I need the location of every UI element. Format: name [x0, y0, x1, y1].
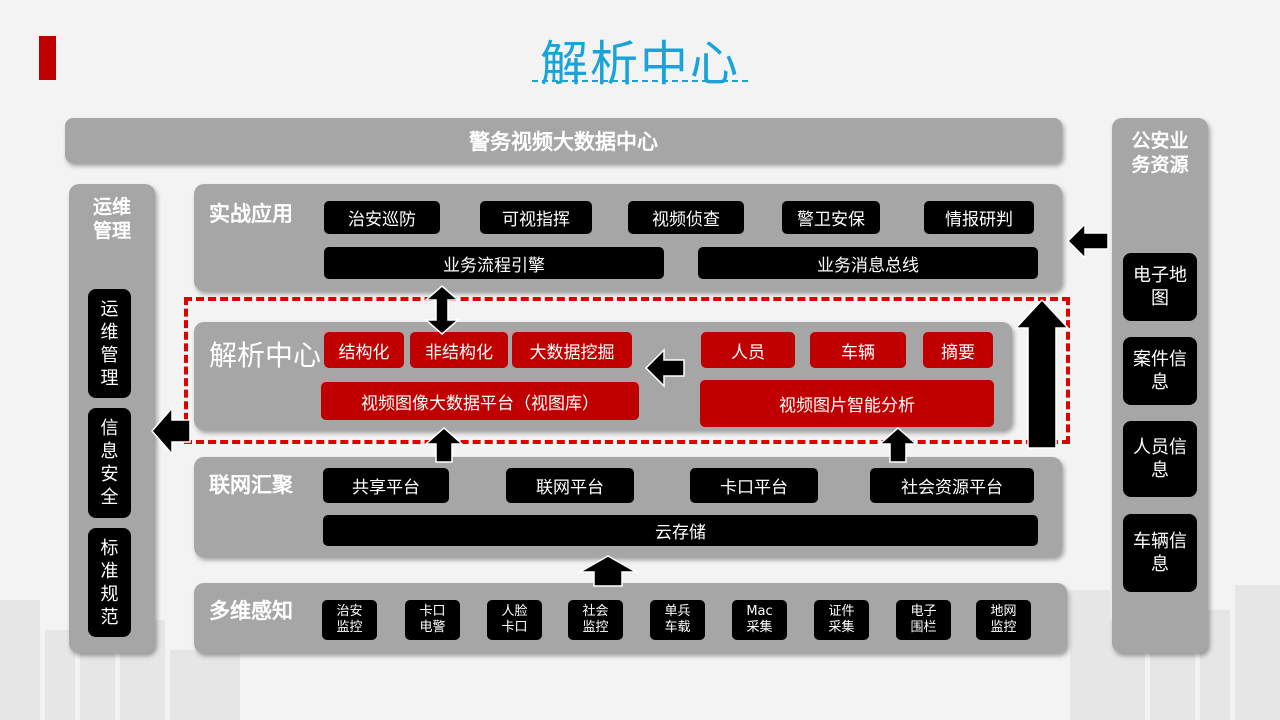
sensor-face-checkpoint: 人脸卡口 — [487, 600, 542, 640]
app-video-investigation: 视频侦查 — [628, 201, 744, 234]
left-item-ops: 运维管理 — [88, 289, 131, 398]
arrow-up-from-sensing-icon — [577, 555, 639, 587]
arrow-double-vertical-icon — [424, 285, 460, 335]
sensor-public-monitoring: 治安监控 — [322, 600, 377, 640]
layer-combat-apps: 实战应用 治安巡防 可视指挥 视频侦查 警卫安保 情报研判 业务流程引擎 业务消… — [194, 184, 1062, 291]
right-panel-title: 公安业务资源 — [1131, 130, 1189, 176]
analysis-highlight-box — [184, 297, 1070, 444]
analysis-summary: 摘要 — [923, 332, 993, 368]
page-title: 解析中心 — [539, 36, 740, 92]
analysis-big-data-mining: 大数据挖掘 — [512, 332, 632, 368]
left-panel: 运维管理 运维管理 信息安全 标准规范 — [69, 184, 155, 653]
top-banner: 警务视频大数据中心 — [65, 118, 1062, 163]
app-public-patrol: 治安巡防 — [324, 201, 440, 234]
left-panel-title: 运维管理 — [92, 196, 131, 242]
layer-aggregation-label: 联网汇聚 — [209, 473, 293, 497]
arrow-left-to-ops-icon — [151, 405, 191, 457]
sensor-id-collection: 证件采集 — [814, 600, 869, 640]
analysis-image-platform: 视频图像大数据平台（视图库） — [321, 382, 639, 420]
analysis-smart-video: 视频图片智能分析 — [700, 380, 994, 427]
layer-combat-apps-label: 实战应用 — [209, 202, 293, 226]
right-item-person: 人员信息 — [1123, 421, 1197, 497]
app-security-guard: 警卫安保 — [782, 201, 880, 234]
agg-checkpoint-platform: 卡口平台 — [690, 468, 818, 503]
sensor-individual-vehicle: 单兵车载 — [650, 600, 705, 640]
arrow-up-left-icon — [424, 426, 464, 463]
layer-analysis: 解析中心 结构化 非结构化 大数据挖掘 视频图像大数据平台（视图库） 人员 车辆… — [194, 322, 1012, 430]
analysis-person: 人员 — [701, 332, 795, 368]
sensor-electronic-fence: 电子围栏 — [896, 600, 951, 640]
sensor-ground-network: 地网监控 — [976, 600, 1031, 640]
right-panel: 公安业务资源 电子地图 案件信息 人员信息 车辆信息 — [1112, 118, 1208, 653]
layer-analysis-label: 解析中心 — [209, 339, 322, 372]
right-item-case: 案件信息 — [1123, 337, 1197, 405]
agg-cloud-storage: 云存储 — [323, 515, 1038, 546]
right-item-map: 电子地图 — [1123, 253, 1197, 321]
agg-network-platform: 联网平台 — [506, 468, 634, 503]
analysis-structured: 结构化 — [324, 332, 404, 368]
app-intel-analysis: 情报研判 — [924, 201, 1034, 234]
title-accent-bar — [39, 36, 56, 80]
arrow-up-right-icon — [878, 426, 918, 463]
arrow-up-large-icon — [1014, 298, 1070, 449]
left-item-security: 信息安全 — [88, 408, 131, 518]
left-item-standards: 标准规范 — [88, 528, 131, 637]
sensor-social-monitoring: 社会监控 — [568, 600, 623, 640]
layer-sensing-label: 多维感知 — [209, 599, 293, 623]
analysis-unstructured: 非结构化 — [410, 332, 508, 368]
title-underline — [532, 80, 748, 82]
agg-social-resource-platform: 社会资源平台 — [870, 468, 1034, 503]
analysis-vehicle: 车辆 — [810, 332, 906, 368]
bar-message-bus: 业务消息总线 — [698, 247, 1038, 279]
arrow-left-from-resources-icon — [1066, 222, 1109, 260]
sensor-mac-collection: Mac采集 — [732, 600, 787, 640]
layer-aggregation: 联网汇聚 共享平台 联网平台 卡口平台 社会资源平台 云存储 — [194, 457, 1062, 557]
sensor-checkpoint-police: 卡口电警 — [405, 600, 460, 640]
app-visual-command: 可视指挥 — [480, 201, 592, 234]
agg-share-platform: 共享平台 — [323, 468, 449, 503]
layer-sensing: 多维感知 治安监控 卡口电警 人脸卡口 社会监控 单兵车载 Mac采集 证件采集… — [194, 583, 1067, 653]
bar-process-engine: 业务流程引擎 — [324, 247, 664, 279]
right-item-vehicle: 车辆信息 — [1123, 514, 1197, 592]
arrow-left-to-platform-icon — [644, 348, 685, 388]
